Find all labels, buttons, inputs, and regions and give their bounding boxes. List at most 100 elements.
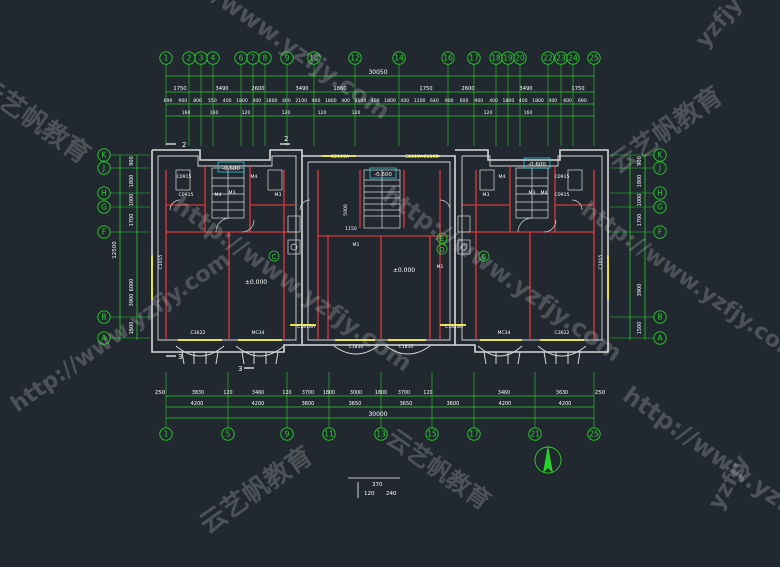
bottom-axis-17-label: 17: [469, 430, 479, 439]
bottom-dim-row1-1: 120: [223, 390, 232, 396]
top-axis-1-label: 1: [164, 54, 169, 63]
room-label-19: C1015: [598, 254, 604, 269]
left-axis-F-4-label: F: [102, 228, 106, 237]
left-axis-G-3-label: G: [101, 203, 107, 212]
top-dim-row1-4: 1860: [333, 86, 346, 92]
top-axis-8-label: 8: [263, 54, 268, 63]
bottom-axis-21-label: 21: [530, 430, 540, 439]
axis-circle-c-right: C: [482, 253, 487, 261]
level-markers: -0.600 -0.600 -0.600 ±0.000 ±0.000: [217, 157, 551, 286]
top-dim-row1-5: 1750: [419, 86, 432, 92]
top-axis-3-label: 3: [199, 54, 204, 63]
room-label-24: C1818A: [297, 324, 316, 330]
bottom-dim-row2-4: 3650: [400, 401, 413, 407]
room-label-16: 1150: [345, 226, 357, 232]
right-dim-2: 1000: [637, 194, 643, 207]
section-markers: 2 2 3 3: [166, 135, 290, 373]
bottom-dim-row1-4: 3700: [302, 390, 314, 396]
room-label-11: M4: [215, 192, 222, 198]
window-openings: [151, 155, 609, 341]
scale-note-370: 370: [372, 482, 383, 488]
top-dim-row2-14: 400: [371, 98, 380, 104]
scale-note-240: 240: [386, 491, 397, 497]
top-dim-row2-17: 1100: [414, 98, 426, 104]
room-label-9: M3: [483, 192, 490, 198]
room-label-14: M4: [541, 190, 548, 196]
top-dim-row3-3: 120: [282, 110, 291, 116]
room-label-4: C0915: [179, 192, 194, 198]
door-swings: [169, 199, 583, 233]
top-dim-row1-7: 3490: [519, 86, 532, 92]
bottom-axis-25-label: 25: [589, 430, 599, 439]
bottom-dim-row2-0: 4200: [191, 401, 204, 407]
top-dim-row2-4: 400: [223, 98, 232, 104]
top-axis-19-label: 19: [503, 54, 513, 63]
right-axis-A-6-label: A: [657, 334, 663, 343]
top-dim-row2-5: 1800: [236, 98, 248, 104]
top-dim-row1-0: 1750: [173, 86, 186, 92]
right-dim-5: 1500: [637, 322, 643, 335]
top-dim-row2-3: 550: [208, 98, 217, 104]
left-dimension-lines: [119, 155, 138, 340]
top-axis-25-label: 25: [589, 54, 599, 63]
top-dim-row2-20: 600: [460, 98, 469, 104]
room-label-5: C0915: [555, 174, 570, 180]
bottom-dim-row1-11: 3630: [556, 390, 568, 396]
room-label-17: 5000: [343, 204, 349, 216]
bathroom-fixtures: [175, 169, 583, 255]
left-dim-5: 3900: [129, 294, 135, 307]
top-axis-18-label: 18: [491, 54, 501, 63]
bottom-axis-13-label: 13: [376, 430, 386, 439]
top-dim-row2-10: 400: [312, 98, 321, 104]
top-axis-22-label: 22: [543, 54, 553, 63]
top-overall-dimension: 30050: [368, 69, 387, 76]
bottom-axis-5-label: 5: [226, 430, 231, 439]
room-label-10: M3: [529, 190, 536, 196]
top-dim-row2-23: 1800: [503, 98, 515, 104]
bottom-dim-row2-3: 3650: [349, 401, 362, 407]
room-label-27: C1830: [399, 344, 414, 350]
intermediate-axis-circles: C C E D: [268, 232, 490, 262]
top-dim-row2-24: 400: [519, 98, 528, 104]
left-axis-J-1-label: J: [102, 164, 105, 173]
top-axis-23-label: 23: [556, 54, 566, 63]
top-dim-row1-8: 1750: [571, 86, 584, 92]
north-arrow-icon: [534, 445, 562, 474]
top-dim-row2-7: 1800: [266, 98, 278, 104]
left-dim-2: 1000: [129, 194, 135, 207]
axis-circle-c-left: C: [272, 253, 277, 261]
room-label-20: C3622: [191, 330, 206, 336]
top-dim-row2-0: 690: [164, 98, 173, 104]
top-dim-row2-27: 600: [563, 98, 572, 104]
top-axis-20-label: 20: [515, 54, 525, 63]
right-dim-4: 3900: [637, 284, 643, 297]
bottom-dim-row1-7: 1800: [375, 390, 387, 396]
right-axis-F-4-label: F: [658, 228, 662, 237]
room-label-21: MC34: [251, 330, 264, 336]
room-label-8: M3: [275, 192, 282, 198]
right-dim-1: 1800: [637, 175, 643, 188]
section-marker-3-left: 3: [178, 353, 182, 361]
top-axis-7-label: 7: [251, 54, 256, 63]
left-dim-4: 6000: [129, 279, 135, 292]
room-label-22: MC34: [497, 330, 510, 336]
right-dim-3: 1700: [637, 214, 643, 227]
top-dim-row1-3: 3490: [295, 86, 308, 92]
bottom-dim-row2-5: 3600: [447, 401, 460, 407]
floor-level-center: ±0.000: [393, 267, 415, 274]
interior-partitions: [165, 166, 595, 340]
level-mark-right: -0.600: [528, 162, 546, 168]
left-axis-H-2-label: H: [101, 189, 107, 198]
right-axis-G-3-label: G: [657, 203, 663, 212]
room-label-13: M4: [499, 174, 506, 180]
room-label-2: C2115A: [405, 154, 424, 160]
top-dim-row2-26: 400: [548, 98, 557, 104]
bottom-dim-row2-1: 4200: [252, 401, 265, 407]
room-label-25: C1818A: [445, 324, 464, 330]
room-label-6: C0915: [555, 192, 570, 198]
right-axis-B-5-label: B: [657, 313, 662, 322]
